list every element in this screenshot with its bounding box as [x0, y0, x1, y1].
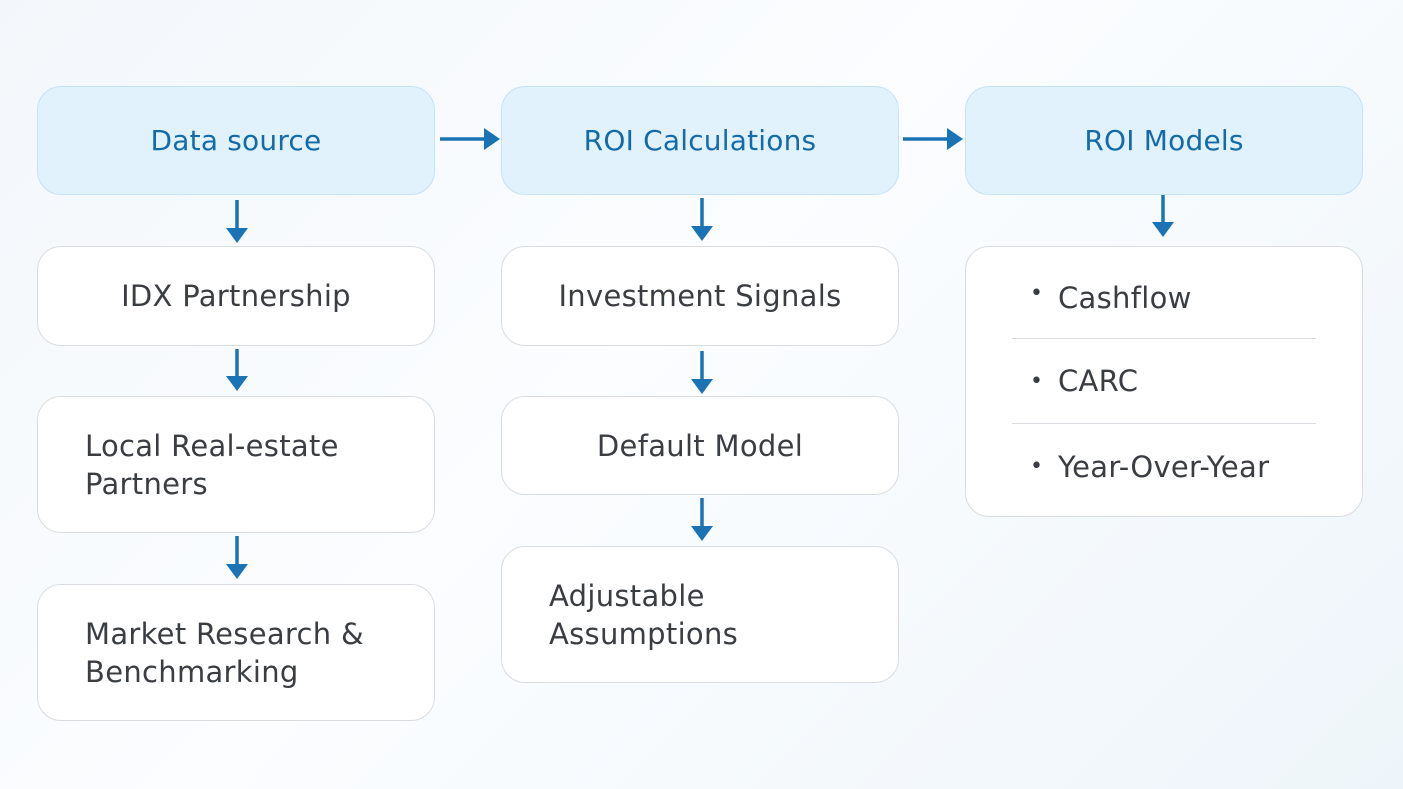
node-local-real-estate-partners: Local Real-estate Partners: [37, 396, 435, 533]
node-text: Market Research & Benchmarking: [85, 615, 364, 691]
arrow-head-icon: [691, 526, 713, 541]
node-market-research-benchmarking: Market Research & Benchmarking: [37, 584, 435, 721]
header-label: ROI Calculations: [583, 124, 817, 157]
header-label: Data source: [150, 124, 322, 157]
header-data-source: Data source: [37, 86, 435, 195]
bullet-icon: •: [1030, 281, 1044, 306]
roi-models-list: • Cashflow • CARC • Year-Over-Year: [965, 246, 1363, 517]
bullet-icon: •: [1030, 368, 1044, 394]
node-investment-signals: Investment Signals: [501, 246, 899, 346]
list-item-year-over-year: • Year-Over-Year: [1012, 424, 1316, 509]
arrow-head-icon: [947, 128, 963, 150]
node-label-line: Assumptions: [549, 616, 739, 651]
node-text: Local Real-estate Partners: [85, 427, 339, 503]
arrow-head-icon: [691, 379, 713, 394]
arrow-head-icon: [226, 376, 248, 391]
node-label: Default Model: [596, 428, 804, 463]
node-default-model: Default Model: [501, 396, 899, 495]
node-label-line: Local Real-estate: [85, 428, 339, 463]
header-roi-calculations: ROI Calculations: [501, 86, 899, 195]
node-label: Investment Signals: [558, 279, 842, 313]
list-item-label: Cashflow: [1058, 281, 1192, 315]
node-label-line: Partners: [85, 466, 208, 501]
node-label-line: Market Research &: [85, 616, 364, 651]
arrow-head-icon: [226, 564, 248, 579]
node-idx-partnership: IDX Partnership: [37, 246, 435, 346]
list-item-carc: • CARC: [1012, 339, 1316, 424]
list-item-label: Year-Over-Year: [1058, 449, 1270, 484]
bullet-icon: •: [1030, 454, 1044, 479]
list-item-label: CARC: [1058, 364, 1139, 398]
node-adjustable-assumptions: Adjustable Assumptions: [501, 546, 899, 683]
header-label: ROI Models: [1084, 124, 1244, 157]
arrow-head-icon: [226, 228, 248, 243]
arrow-head-icon: [484, 128, 500, 150]
header-roi-models: ROI Models: [965, 86, 1363, 195]
list-item-cashflow: • Cashflow: [1012, 269, 1316, 339]
arrow-head-icon: [1152, 222, 1174, 237]
node-text: Adjustable Assumptions: [549, 577, 738, 653]
node-label-line: Benchmarking: [85, 654, 299, 689]
node-label-line: Adjustable: [549, 578, 705, 613]
node-label: IDX Partnership: [121, 279, 351, 313]
arrow-head-icon: [691, 226, 713, 241]
